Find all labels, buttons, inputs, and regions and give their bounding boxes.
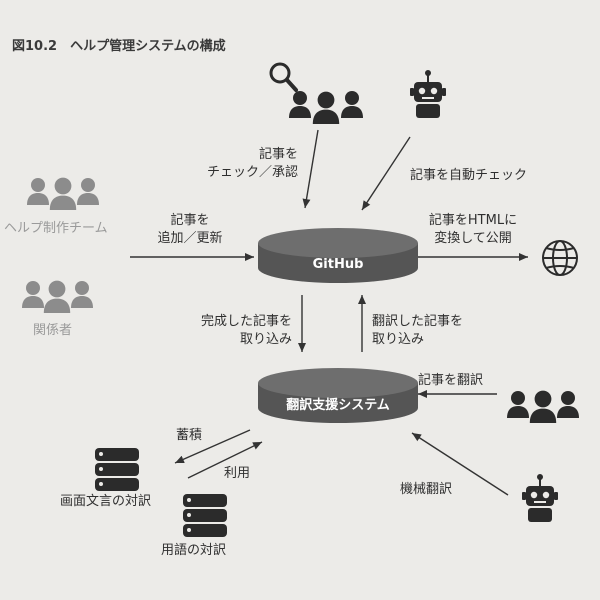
edge-label-import-completed: 完成した記事を 取り込み	[200, 314, 292, 347]
edge-label-machine-translation: 機械翻訳	[400, 482, 453, 497]
machine-translation-robot-icon	[521, 473, 559, 523]
edge-label-translate-articles: 記事を翻訳	[418, 373, 484, 388]
arrow-machine-translation	[411, 432, 509, 496]
arrow-auto-check	[361, 136, 411, 211]
github-label: GitHub	[312, 257, 364, 272]
arrow-accumulate	[174, 429, 251, 464]
stakeholders-icon	[22, 280, 93, 313]
figure-title: 図10.2 ヘルプ管理システムの構成	[12, 39, 226, 54]
screen-text-pairs-label: 画面文言の対訳	[60, 494, 152, 509]
edge-label-accumulate: 蓄積	[176, 428, 203, 443]
edge-label-import-translated: 翻訳した記事を 取り込み	[372, 314, 464, 347]
help-team-label: ヘルプ制作チーム	[4, 221, 108, 236]
translators-icon	[507, 390, 579, 423]
github-cylinder	[258, 228, 418, 283]
edge-label-use: 利用	[224, 466, 251, 481]
reviewers-icon	[269, 62, 363, 124]
globe-icon	[542, 240, 578, 276]
edge-label-check-approve: 記事を チェック／承認	[206, 147, 298, 180]
translation-system-cylinder	[258, 368, 418, 423]
auto-check-robot-icon	[409, 69, 447, 119]
stakeholders-label: 関係者	[33, 323, 73, 338]
edge-label-auto-check: 記事を自動チェック	[410, 168, 528, 183]
term-pairs-label: 用語の対訳	[161, 543, 227, 558]
edge-label-publish-html: 記事をHTMLに 変換して公開	[428, 213, 518, 246]
screen-text-db-icon	[95, 448, 139, 491]
term-db-icon	[183, 494, 227, 537]
translation-system-label: 翻訳支援システム	[286, 398, 390, 413]
edge-label-add-update: 記事を 追加／更新	[157, 213, 223, 246]
arrow-check-approve	[302, 129, 319, 209]
arrow-use	[187, 441, 263, 479]
help-team-icon	[27, 177, 99, 210]
